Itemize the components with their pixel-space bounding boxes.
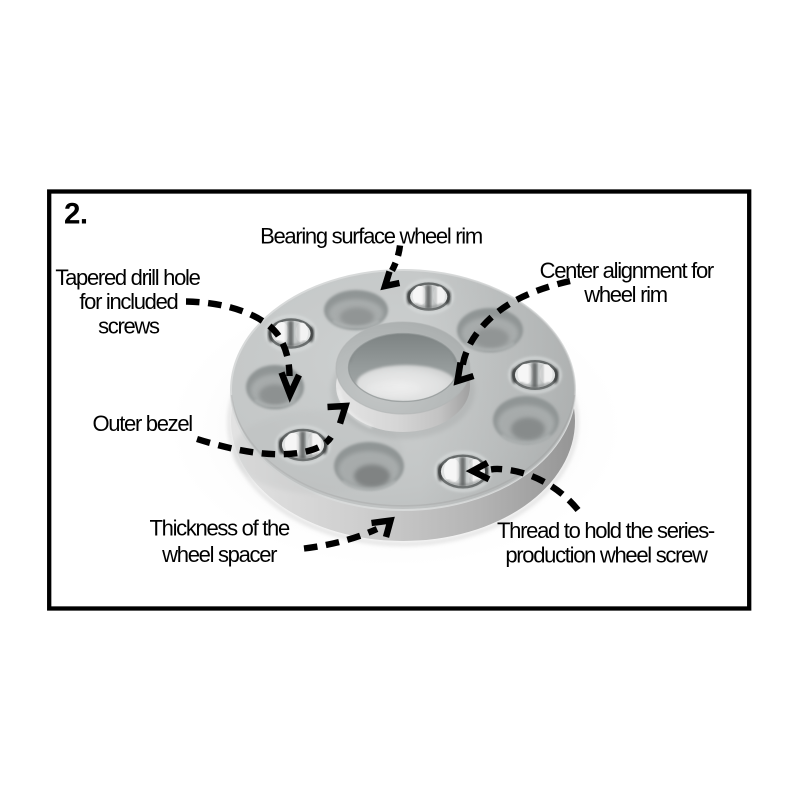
svg-text:wheel spacer: wheel spacer — [161, 542, 277, 567]
svg-text:Outer bezel: Outer bezel — [92, 411, 192, 436]
svg-text:2.: 2. — [64, 198, 88, 231]
svg-text:screws: screws — [98, 313, 160, 338]
svg-text:for included: for included — [79, 289, 177, 314]
svg-text:Thickness of the: Thickness of the — [150, 516, 290, 541]
svg-text:Tapered drill hole: Tapered drill hole — [55, 265, 200, 290]
svg-text:Bearing surface wheel rim: Bearing surface wheel rim — [260, 224, 482, 249]
svg-text:production wheel screw: production wheel screw — [505, 543, 708, 568]
svg-text:Thread to hold the series-: Thread to hold the series- — [497, 518, 715, 543]
svg-text:wheel rim: wheel rim — [583, 282, 666, 307]
svg-text:Center alignment for: Center alignment for — [540, 258, 714, 283]
